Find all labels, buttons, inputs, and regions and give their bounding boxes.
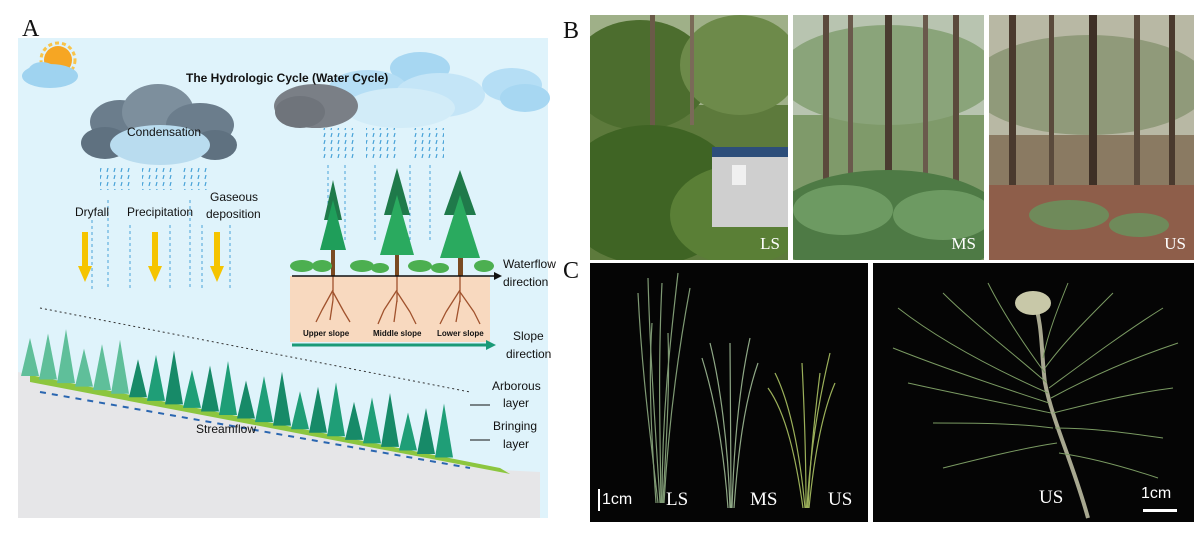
soil-profile [290,276,490,342]
slope-direction-label: direction [506,347,551,361]
arborous-label: Arborous [492,379,541,393]
needle-comparison-panel: 1cm LS MS US [590,263,868,522]
forest-tree [111,339,129,394]
forest-tree [417,408,435,455]
precipitation-label: Precipitation [127,205,193,219]
forest-tree [165,350,183,405]
forest-tree [345,401,363,440]
photo-label-ls: LS [760,234,780,253]
condensation-cloud [81,84,237,165]
needle-label-us: US [828,489,853,510]
streamflow-label: Streamflow [196,422,256,436]
forest-tree [255,376,273,423]
arborous-layer-label: layer [503,396,529,410]
shoot-label-us: US [1039,487,1064,508]
forest-tree [201,365,219,412]
photo-label-us: US [1164,234,1186,253]
forest-tree [129,359,147,398]
lower-slope-label: Lower slope [437,329,484,338]
forest-tree [309,386,327,433]
pine-shoot [892,282,1179,519]
waterflow-direction-label: direction [503,275,548,289]
waterflow-label: Waterflow [503,257,556,271]
bringing-layer-label: layer [503,437,529,451]
needle-label-ms: MS [750,489,778,510]
rain-left [91,168,231,290]
scale-bar-left [598,489,600,511]
scale-bar-right [1143,509,1177,512]
forest-tree [39,333,57,380]
slope-dotted-line [39,307,471,393]
dryfall-label: Dryfall [75,205,109,219]
gaseous-label: Gaseous [210,190,258,204]
streamflow-line [39,391,471,469]
scale-label-right: 1cm [1141,485,1172,502]
photo-middle-slope: MS [793,15,984,260]
photo-lower-slope: LS [590,15,788,260]
forest-trees [21,329,453,458]
photo-upper-slope: US [989,15,1194,260]
slope-label: Slope [513,329,544,343]
cloud-group-right [274,52,550,128]
forest-tree [363,397,381,444]
waterflow-arrow [292,272,502,280]
pine-trees-profile [290,168,494,276]
sun-icon [22,41,78,88]
shoot-panel: US 1cm [873,263,1194,522]
condensation-label: Condensation [127,125,201,139]
forest-tree [147,354,165,401]
forest-tree [93,344,111,391]
upper-slope-label: Upper slope [303,329,350,338]
forest-tree [183,369,201,408]
deposition-label: deposition [206,207,261,221]
panel-letter-c: C [563,258,580,284]
rain-right [322,128,444,240]
panel-letter-b: B [563,18,580,44]
cycle-title: The Hydrologic Cycle (Water Cycle) [186,71,388,85]
bringing-label: Bringing [493,419,537,433]
forest-tree [381,392,399,447]
forest-tree [237,380,255,419]
forest-tree [399,412,417,451]
hillside [18,372,540,518]
forest-tree [75,348,93,387]
forest-tree [219,361,237,416]
forest-tree [273,371,291,426]
photo-label-ms: MS [951,234,976,253]
needle-bundles [637,272,836,509]
forest-tree [435,403,453,458]
slope-direction-arrow [292,340,496,350]
forest-tree [291,391,309,430]
forest-tree [327,382,345,437]
hydrologic-cycle-diagram: The Hydrologic Cycle (Water Cycle) Conde… [18,38,556,518]
forest-tree [21,338,39,376]
forest-tree [57,329,75,384]
middle-slope-label: Middle slope [373,329,422,338]
panel-letter-a: A [22,16,40,42]
deposition-arrows [78,232,224,282]
scale-label-left: 1cm [602,491,633,508]
needle-label-ls: LS [666,489,689,510]
